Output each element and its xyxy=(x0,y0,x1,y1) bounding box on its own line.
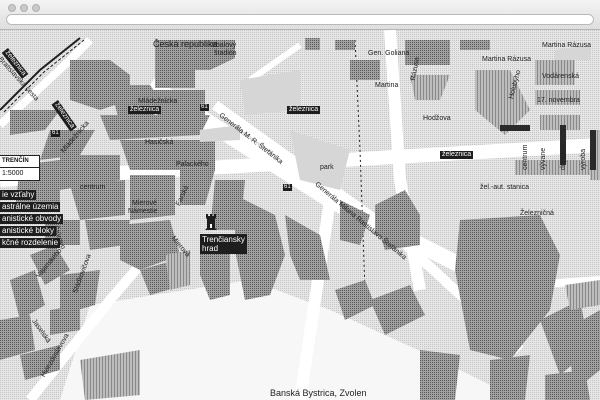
label-centrum-vertical: centrum xyxy=(522,144,529,170)
legend-item[interactable]: astrálne územia xyxy=(0,202,61,212)
layer-legend: ie vzťahy astrálne územia anistické obvo… xyxy=(0,190,80,250)
city-map[interactable]: Česká republika ttbalový štadión Gen. Go… xyxy=(0,30,600,400)
minimize-window-button[interactable] xyxy=(20,4,28,12)
legend-item[interactable]: ie vzťahy xyxy=(0,190,37,200)
label-hodzova: Hodžova xyxy=(423,115,451,122)
building-blocks xyxy=(0,38,600,400)
legend-item[interactable]: kčné rozdelenie xyxy=(0,238,61,248)
panel-divider xyxy=(0,167,40,168)
label-ceska-republika: Česká republika xyxy=(153,39,218,49)
map-canvas[interactable] xyxy=(0,30,600,400)
city-name: TRENČÍN xyxy=(2,158,29,164)
address-bar[interactable] xyxy=(6,14,594,25)
label-vyvane: vývane xyxy=(540,147,547,170)
label-martina-razusa-2: Martina Rázusa xyxy=(482,56,532,63)
castle-icon xyxy=(205,214,217,230)
label-mierove: Mierové xyxy=(132,200,157,207)
legend-item[interactable]: anistické obvody xyxy=(0,214,64,224)
castle-label-line-2: hrad xyxy=(202,244,219,253)
label-17-novembra: 17. novembra xyxy=(537,97,580,104)
label-palackeho: Palackého xyxy=(176,161,209,168)
castle-label-line-1: Trenčiansky xyxy=(202,235,245,244)
close-window-button[interactable] xyxy=(8,4,16,12)
label-banska-bystrica: Banská Bystrica, Zvolen xyxy=(270,388,367,398)
bar-pattern xyxy=(500,125,596,170)
tag-zeleznica-1: železnica xyxy=(128,106,162,114)
label-namestie: Námestie xyxy=(128,208,158,215)
city-scale-panel: TRENČÍN 1:5000 xyxy=(0,155,40,181)
route-number-1: 61 xyxy=(200,104,209,111)
route-number-2: 61 xyxy=(51,130,60,137)
label-vyroba: výroba xyxy=(580,148,587,170)
castle-label: Trenčiansky hrad xyxy=(200,234,247,254)
label-centrum: centrum xyxy=(80,184,106,191)
label-martina: Martina xyxy=(375,82,399,89)
railway-line-track xyxy=(3,39,85,113)
label-stadion: ttbalový xyxy=(212,42,237,49)
window-controls xyxy=(8,4,40,12)
legend-item[interactable]: anistické bloky xyxy=(0,226,57,236)
label-martina-razusa: Martina Rázusa xyxy=(542,42,592,49)
park-blocks xyxy=(200,45,590,190)
label-gen-goliana: Gen. Goliana xyxy=(368,50,410,57)
tag-zeleznica-2: železnica xyxy=(287,106,321,114)
label-zel-stanica: žel.-aut. stanica xyxy=(480,184,530,191)
railway-line xyxy=(0,37,81,111)
label-doprava: doprava xyxy=(560,144,567,170)
route-number-3: 61 xyxy=(283,184,292,191)
label-stadion-2: štadión xyxy=(214,50,237,57)
label-vodarenska: Vodárenská xyxy=(542,73,579,80)
label-zeleznicna: Železničná xyxy=(520,210,554,217)
map-scale: 1:5000 xyxy=(2,170,24,177)
label-mladeznicka: Mládežnícka xyxy=(138,98,178,105)
open-area xyxy=(60,280,520,400)
label-park: park xyxy=(320,164,334,171)
label-hasicka: Hasičská xyxy=(145,139,174,146)
tag-zeleznica-3: železnica xyxy=(440,151,474,159)
zoom-window-button[interactable] xyxy=(32,4,40,12)
browser-toolbar xyxy=(0,0,600,30)
